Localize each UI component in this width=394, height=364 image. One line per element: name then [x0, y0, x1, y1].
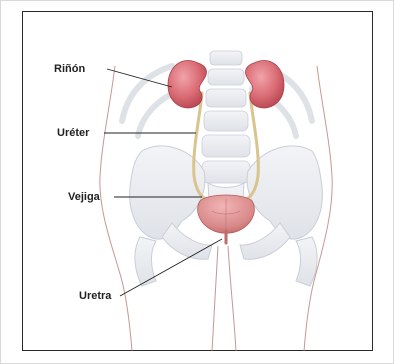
label-ureter: Uréter	[57, 127, 89, 139]
spine	[202, 51, 250, 183]
bladder	[198, 195, 255, 233]
urinary-system-illustration	[22, 11, 373, 351]
label-vejiga: Vejiga	[68, 191, 100, 203]
left-femur-head	[135, 237, 156, 286]
right-pubis	[240, 223, 290, 259]
label-uretra: Uretra	[79, 290, 111, 302]
left-kidney	[168, 60, 207, 107]
left-leg-contour	[212, 246, 218, 351]
right-femur-head	[296, 237, 317, 286]
right-kidney	[245, 60, 284, 107]
right-leg-contour	[228, 246, 236, 351]
left-pubis	[162, 223, 212, 259]
label-rinon: Riñón	[54, 63, 85, 75]
